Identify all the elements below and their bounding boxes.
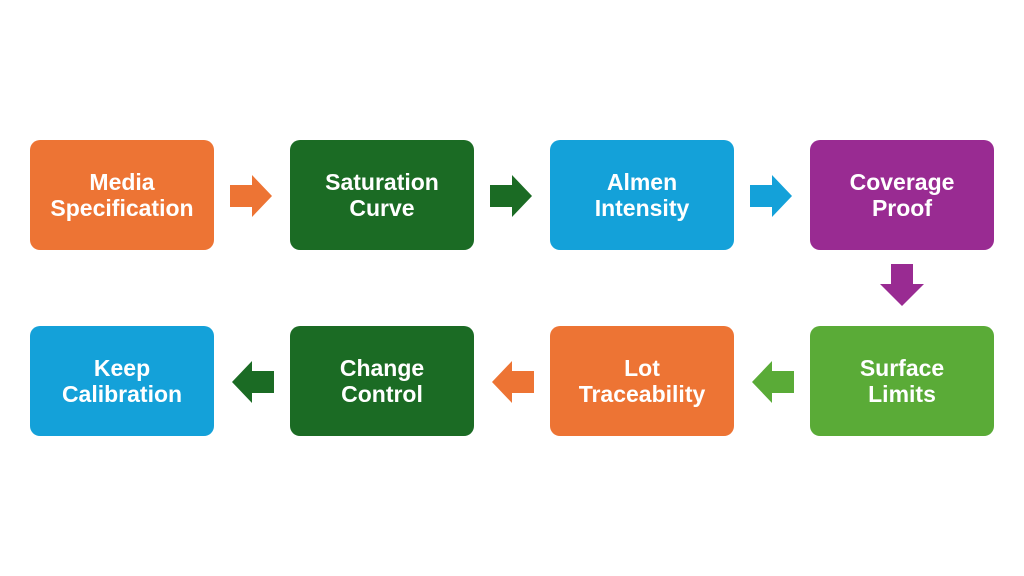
step-label: Coverage Proof: [849, 169, 955, 221]
arrow-left-icon: [752, 361, 794, 403]
step-label: Lot Traceability: [578, 355, 706, 407]
step-surface-limits: Surface Limits: [810, 326, 994, 436]
step-label: Media Specification: [50, 169, 194, 221]
step-keep-calibration: Keep Calibration: [30, 326, 214, 436]
arrow-left-icon: [492, 361, 534, 403]
step-change-control: Change Control: [290, 326, 474, 436]
arrow-down-icon: [880, 264, 924, 306]
step-label: Almen Intensity: [594, 169, 690, 221]
arrow-left-icon: [232, 361, 274, 403]
step-label: Change Control: [339, 355, 425, 407]
step-coverage-proof: Coverage Proof: [810, 140, 994, 250]
arrow-right-icon: [490, 175, 532, 217]
step-almen-intensity: Almen Intensity: [550, 140, 734, 250]
step-label: Keep Calibration: [61, 355, 183, 407]
step-label: Saturation Curve: [325, 169, 439, 221]
arrow-right-icon: [750, 175, 792, 217]
step-saturation-curve: Saturation Curve: [290, 140, 474, 250]
step-label: Surface Limits: [859, 355, 945, 407]
step-media-specification: Media Specification: [30, 140, 214, 250]
arrow-right-icon: [230, 175, 272, 217]
step-lot-traceability: Lot Traceability: [550, 326, 734, 436]
